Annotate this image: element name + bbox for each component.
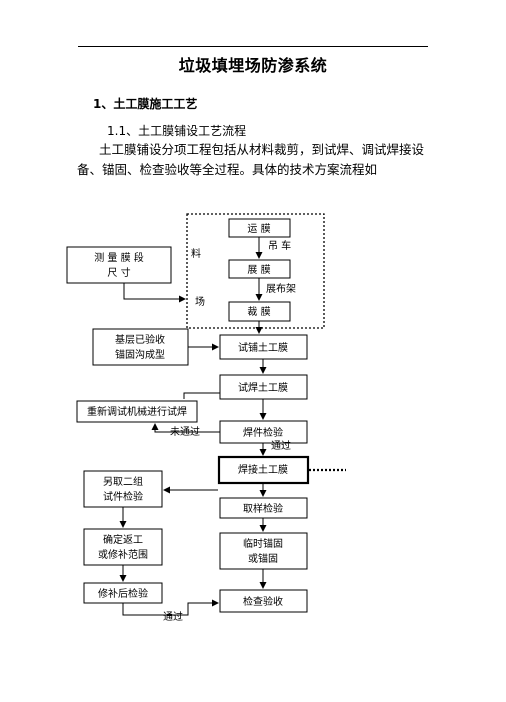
temp-anchor-box xyxy=(219,532,308,570)
measure-text-2: 尺 寸 xyxy=(107,266,130,279)
base-text-2: 锚固沟成型 xyxy=(115,348,165,361)
resample-text-2: 试件检验 xyxy=(103,490,143,503)
base-text-1: 基层已验收 xyxy=(115,333,165,346)
final-check-text: 检查验收 xyxy=(243,595,283,608)
pass-label-1: 通过 xyxy=(271,439,291,452)
yard-label-1: 料 xyxy=(191,247,201,260)
trial-lay-text: 试铺土工膜 xyxy=(238,341,288,354)
crane-label: 吊 车 xyxy=(268,239,291,252)
resample-text-1: 另取二组 xyxy=(103,475,143,488)
weld-check-text: 焊件检验 xyxy=(243,426,283,439)
material-yard-boundary xyxy=(186,213,325,329)
unfold-text: 展 膜 xyxy=(247,264,270,276)
rework-text-1: 确定返工 xyxy=(103,533,143,546)
base-box xyxy=(92,328,189,366)
trial-lay-box xyxy=(219,334,308,360)
header-rule xyxy=(78,46,428,47)
page-title: 垃圾填埋场防渗系统 xyxy=(178,56,328,75)
measure-box xyxy=(66,246,172,284)
measure-text-1: 测 量 膜 段 xyxy=(94,251,144,264)
arrow-measure-yard xyxy=(123,283,186,303)
temp-anchor-text-1: 临时锚固 xyxy=(243,537,283,550)
final-check-box xyxy=(219,589,308,613)
subsection-heading: 1.1、土工膜铺设工艺流程 xyxy=(107,124,247,138)
arrow-retry-up xyxy=(183,392,220,399)
weld-geomembrane-text: 焊接土工膜 xyxy=(238,463,288,476)
trial-weld-box xyxy=(219,374,308,400)
weld-geomembrane-box xyxy=(217,455,310,485)
trial-weld-text: 试焊土工膜 xyxy=(238,381,288,394)
sample-check-text: 取样检验 xyxy=(243,502,283,515)
section-heading: 1、土工膜施工工艺 xyxy=(93,97,198,111)
readjust-text: 重新调试机械进行试焊 xyxy=(87,405,187,418)
arrow-fail-retry xyxy=(151,423,220,433)
repair-check-text: 修补后检验 xyxy=(98,587,148,600)
transport-text: 运 膜 xyxy=(247,223,270,235)
arrow-repair-final xyxy=(122,599,219,616)
rework-text-2: 或修补范围 xyxy=(98,548,148,561)
cut-text: 裁 膜 xyxy=(247,305,270,318)
spread-rack-label: 展布架 xyxy=(266,283,296,295)
pass-label-2: 通过 xyxy=(163,610,183,623)
temp-anchor-text-2: 或锚固 xyxy=(248,553,278,565)
body-paragraph: 土工膜铺设分项工程包括从材料裁剪，到试焊、调试焊接设备、锚固、检查验收等全过程。… xyxy=(77,142,425,177)
readjust-box xyxy=(76,400,198,423)
rework-box xyxy=(83,528,163,566)
yard-label-2: 场 xyxy=(195,295,205,308)
